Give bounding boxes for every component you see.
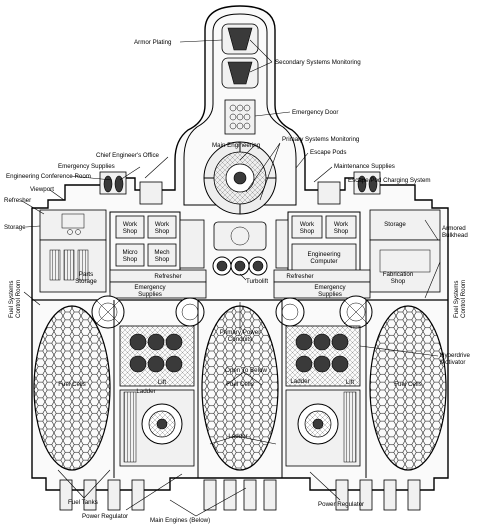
fuel-cell-right	[369, 305, 447, 471]
label-work-shop-1b: Shop	[123, 228, 138, 235]
label-lift-right: Lift	[346, 379, 355, 386]
label-ladder-center: Ladder	[228, 433, 247, 440]
control-rings	[91, 295, 373, 329]
label-armored-1: Armored	[442, 225, 466, 232]
label-fuel-cells-left: Fuel Cells	[58, 381, 86, 388]
label-chief-engineer-office: Chief Engineer's Office	[96, 152, 160, 159]
label-emergency-supplies-r-b: Supplies	[318, 291, 342, 298]
fuel-cell-left	[33, 305, 111, 471]
label-parts-storage-b: Storage	[75, 278, 97, 285]
label-fuel-sys-right-a: Fuel Systems	[453, 281, 460, 318]
leader-lines	[21, 39, 441, 517]
label-ladder-right: Ladder	[290, 378, 309, 385]
label-power-regulator-right: Power Regulator	[318, 501, 364, 508]
label-mech-shop-a: Mech	[154, 249, 170, 256]
label-secondary-systems: Secondary Systems Monitoring	[275, 59, 361, 66]
label-fuel-sys-right-b: Control Room	[460, 280, 467, 318]
label-refresher-left: Refresher	[4, 197, 31, 204]
label-maintenance-supplies: Maintenance Supplies	[334, 163, 395, 170]
secondary-systems-panels	[221, 23, 259, 89]
tower-inner-wall	[183, 13, 297, 206]
label-work-shop-3b: Shop	[300, 228, 315, 235]
label-emergency-supplies-l-a: Emergency	[134, 284, 166, 291]
label-emergency-supplies-r-a: Emergency	[314, 284, 346, 291]
label-fabrication-b: Shop	[391, 278, 406, 285]
left-wing-rooms	[39, 209, 107, 293]
main-engine-nozzles	[59, 479, 421, 511]
label-lift-left: Lift	[158, 379, 167, 386]
emergency-door-block	[224, 99, 256, 135]
label-eng-computer-b: Computer	[310, 258, 337, 265]
label-refresher-center-right: Refresher	[286, 273, 313, 280]
escape-pods	[99, 171, 381, 205]
label-storage-left: Storage	[4, 224, 26, 231]
label-armor-plating: Armor Plating	[134, 39, 172, 46]
label-micro-shop-a: Micro	[122, 249, 138, 256]
left-shop-block	[109, 211, 205, 293]
label-fuel-tanks: Fuel Tanks	[68, 499, 98, 506]
label-hyperdrive-a: Hyperdrive	[440, 352, 470, 359]
label-escape-pods: Escape Pods	[310, 149, 346, 156]
label-mech-shop-b: Shop	[155, 256, 170, 263]
label-micro-shop-b: Shop	[123, 256, 138, 263]
lower-machinery	[119, 389, 361, 467]
label-parts-storage-a: Parts	[79, 271, 93, 278]
label-fuel-sys-left-b: Control Room	[15, 280, 22, 318]
label-refresher-center-left: Refresher	[154, 273, 181, 280]
engine-section-walls	[113, 300, 367, 478]
label-eng-conference-room: Engineering Conference Room	[6, 173, 91, 180]
label-emergency-supplies-top: Emergency Supplies	[58, 163, 115, 170]
label-armored-2: Bulkhead	[442, 232, 468, 239]
label-storage-right: Storage	[384, 221, 406, 228]
label-work-shop-4b: Shop	[334, 228, 349, 235]
label-power-regulator-left: Power Regulator	[82, 513, 128, 520]
label-open-to-below: Open To Below	[225, 367, 267, 374]
label-fuel-cells-center: Fuel Cells	[226, 381, 254, 388]
label-work-shop-2a: Work	[155, 221, 170, 228]
diagram-labels: Armor Plating Secondary Systems Monitori…	[4, 39, 470, 524]
label-emergency-supplies-l-b: Supplies	[138, 291, 162, 298]
label-viewport: Viewport	[30, 186, 54, 193]
label-main-engineering: Main Engineering	[212, 142, 261, 149]
label-primary-power-b: Conduits	[228, 336, 252, 343]
label-work-shop-2b: Shop	[155, 228, 170, 235]
label-hyperdrive-b: Motivator	[440, 359, 465, 366]
label-work-shop-3a: Work	[300, 221, 315, 228]
power-conduits	[119, 325, 361, 387]
main-engineering-reactor	[203, 141, 277, 215]
label-primary-systems: Primary Systems Monitoring	[282, 136, 360, 143]
label-fabrication-a: Fabrication	[383, 271, 414, 278]
label-eng-computer-a: Engineering	[307, 251, 341, 258]
central-core	[212, 221, 268, 276]
label-escape-pod-charging: Escape Pod Charging System	[348, 177, 431, 184]
label-turbolift: Turbolift	[246, 278, 268, 285]
label-fuel-sys-left-a: Fuel Systems	[8, 281, 15, 318]
label-work-shop-4a: Work	[334, 221, 349, 228]
label-emergency-door: Emergency Door	[292, 109, 338, 116]
label-primary-power-a: Primary Power	[220, 329, 261, 336]
label-work-shop-1a: Work	[123, 221, 138, 228]
right-shop-block	[275, 211, 361, 293]
label-ladder-left: Ladder	[136, 388, 155, 395]
label-fuel-cells-right: Fuel Cells	[394, 381, 422, 388]
label-main-engines: Main Engines (Below)	[150, 517, 210, 524]
